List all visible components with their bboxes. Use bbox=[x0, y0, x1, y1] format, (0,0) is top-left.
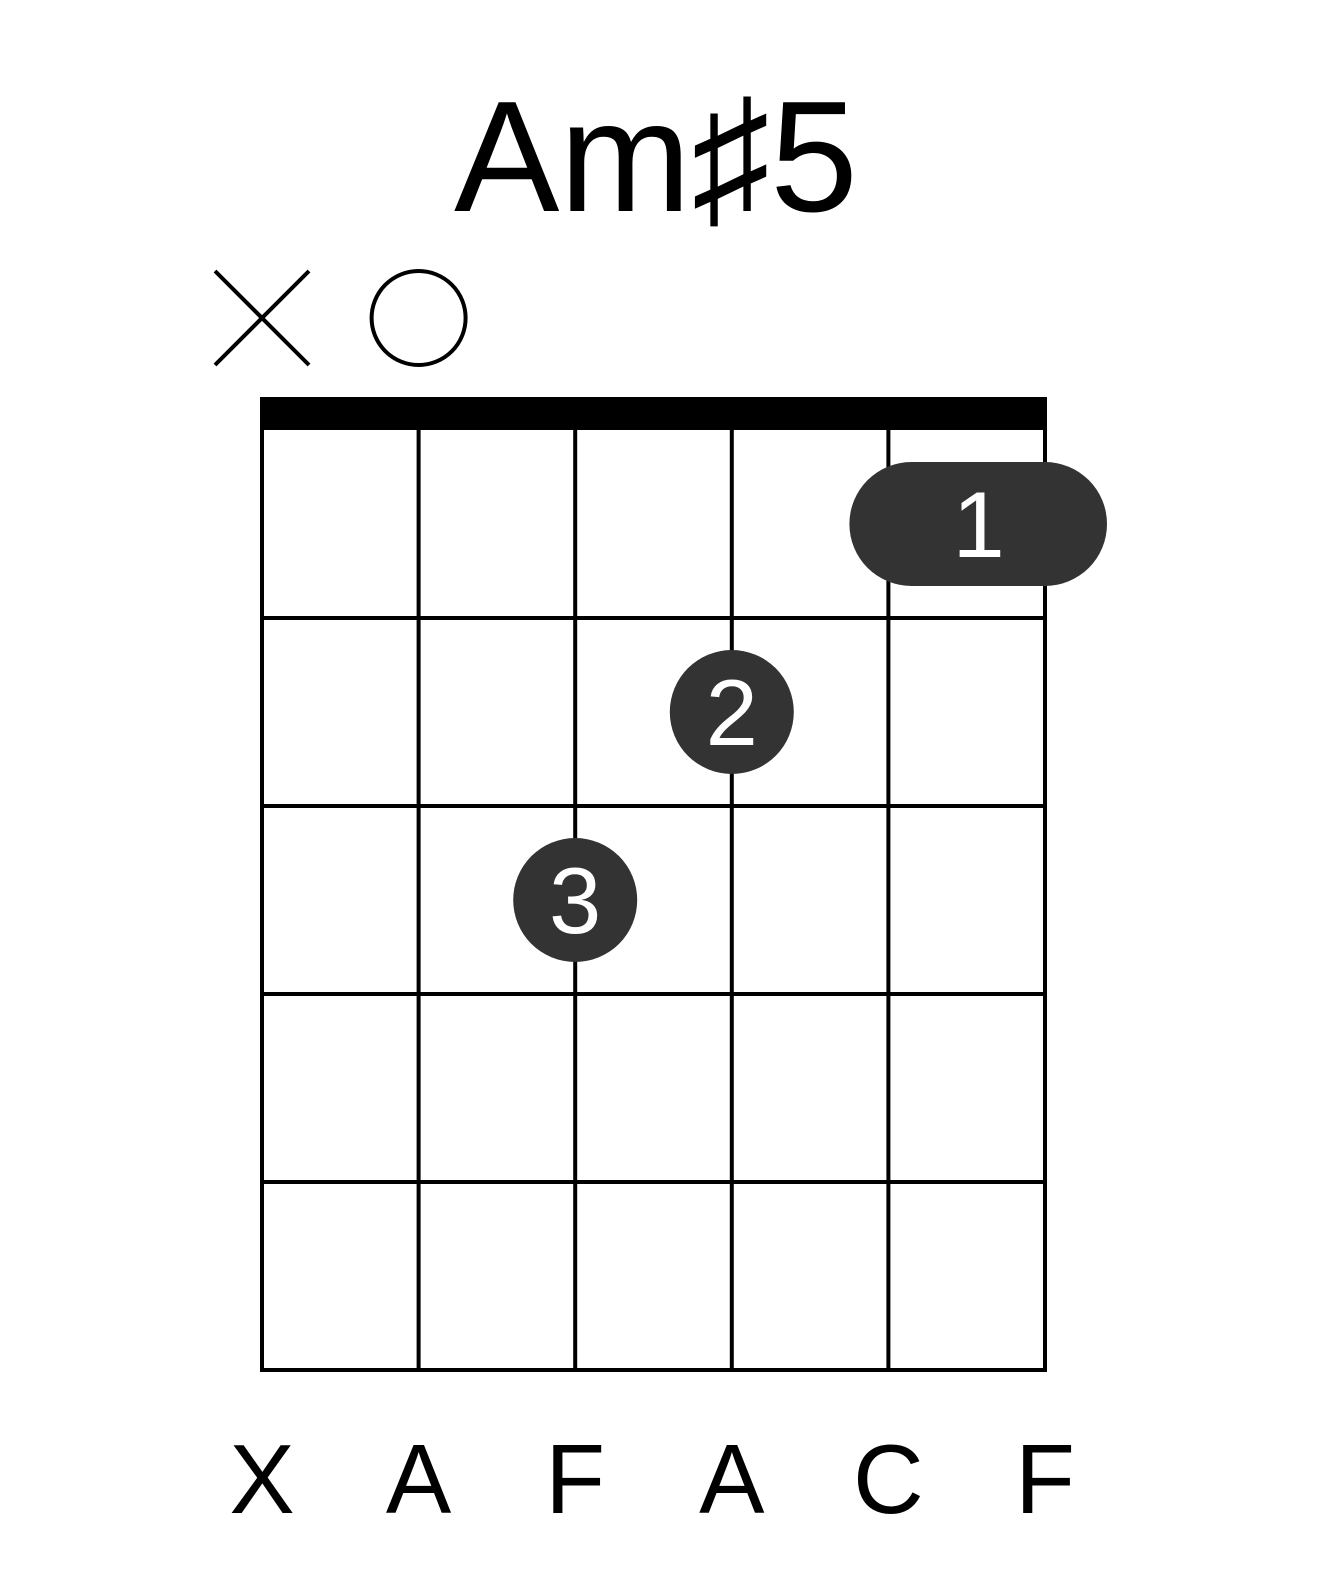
finger-number: 3 bbox=[549, 848, 601, 953]
circle-icon bbox=[369, 269, 468, 367]
finger-positions: 1 23 bbox=[513, 462, 1107, 962]
finger-1: 1 bbox=[849, 462, 1107, 586]
note-label: X bbox=[229, 1424, 294, 1534]
note-label: A bbox=[699, 1424, 765, 1534]
barre-shape bbox=[849, 462, 1107, 586]
note-label: F bbox=[1015, 1424, 1075, 1534]
note-label: F bbox=[545, 1424, 605, 1534]
chord-title: Am♯5 bbox=[454, 69, 858, 245]
finger-3: 3 bbox=[513, 838, 638, 962]
note-label: C bbox=[853, 1424, 924, 1534]
finger-number: 2 bbox=[706, 660, 758, 765]
finger-dot bbox=[513, 838, 638, 962]
string-markers bbox=[213, 269, 468, 367]
finger-dot bbox=[669, 650, 794, 774]
note-label: A bbox=[386, 1424, 452, 1534]
nut bbox=[260, 397, 1047, 430]
finger-number: 1 bbox=[953, 472, 1005, 577]
x-icon bbox=[213, 269, 311, 367]
finger-2: 2 bbox=[669, 650, 794, 774]
